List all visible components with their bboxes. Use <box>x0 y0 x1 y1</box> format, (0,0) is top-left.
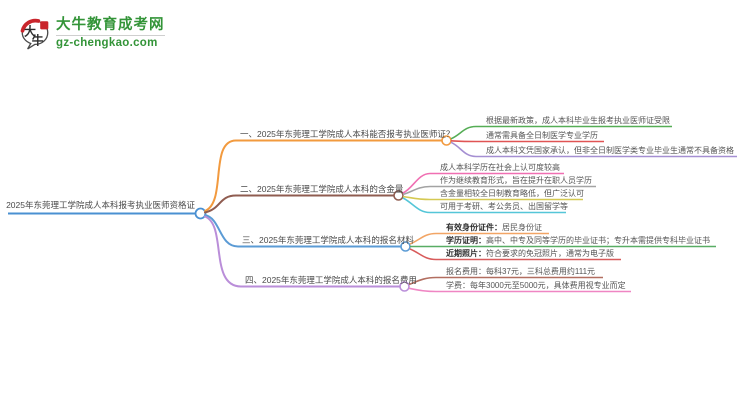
branch-1-curve <box>204 139 237 212</box>
leaf-node[interactable]: 可用于考研、考公务员、出国留学等 <box>440 201 568 213</box>
leaf-node[interactable]: 报名费用：每科37元，三科总费用约111元 <box>446 266 595 278</box>
leaf-node[interactable]: 有效身份证件：居民身份证 <box>446 222 542 234</box>
branch-topic-3[interactable]: 三、2025年东莞理工学院成人本科的报名材料 <box>242 235 414 245</box>
branch-2-curve <box>204 194 237 214</box>
leaf-curve <box>450 140 477 143</box>
leaf-node[interactable]: 学费：每年3000元至5000元，具体费用视专业而定 <box>446 280 626 292</box>
leaf-node[interactable]: 成人本科文凭国家承认，但非全日制医学类专业毕业生通常不具备资格 <box>486 145 734 157</box>
branch-1-collapse-handle[interactable] <box>441 135 452 146</box>
root-topic[interactable]: 2025年东莞理工学院成人本科报考执业医师资格证 <box>6 200 195 210</box>
logo-url: gz-chengkao.com <box>56 37 158 49</box>
leaf-text: 通常需具备全日制医学专业学历 <box>486 131 598 140</box>
leaf-curve <box>409 248 437 261</box>
leaf-node[interactable]: 作为继续教育形式，旨在提升在职人员学历 <box>440 175 592 187</box>
leaf-text: 可用于考研、考公务员、出国留学等 <box>440 202 568 211</box>
branch-topic-1[interactable]: 一、2025年东莞理工学院成人本科能否报考执业医师证？ <box>240 129 455 139</box>
leaf-text: 高中、中专及同等学历的毕业证书；专升本需提供专科毕业证书 <box>486 236 710 245</box>
logo-char-niu: 牛 <box>32 33 44 47</box>
leaf-text: 符合要求的免冠照片，通常为电子版 <box>486 249 614 258</box>
leaf-prefix: 有效身份证件： <box>446 223 502 232</box>
leaf-curve <box>402 172 431 194</box>
red-arc-shape <box>20 18 41 33</box>
leaf-node[interactable]: 成人本科学历在社会上认可度较高 <box>440 162 560 174</box>
site-logo[interactable]: 大 牛 大牛教育成考网 gz-chengkao.com <box>18 17 165 51</box>
leaf-curve <box>402 185 431 196</box>
branch-4-collapse-handle[interactable] <box>399 281 410 292</box>
logo-divider <box>56 35 165 36</box>
branch-topic-2[interactable]: 二、2025年东莞理工学院成人本科的含金量 <box>240 184 404 194</box>
leaf-curve <box>450 125 477 140</box>
leaf-curve <box>450 141 477 158</box>
logo-text-block: 大牛教育成考网 gz-chengkao.com <box>56 17 165 49</box>
leaf-curve <box>408 287 437 293</box>
branch-3-curve <box>204 214 239 248</box>
leaf-node[interactable]: 根据最新政策，成人本科毕业生报考执业医师证受限 <box>486 115 670 127</box>
leaf-text: 居民身份证 <box>502 223 542 232</box>
leaf-prefix: 学历证明： <box>446 236 486 245</box>
leaf-curve <box>408 276 437 286</box>
leaf-text: 成人本科文凭国家承认，但非全日制医学类专业毕业生通常不具备资格 <box>486 146 734 155</box>
branch-topic-4[interactable]: 四、2025年东莞理工学院成人本科的报名费用 <box>245 275 417 285</box>
leaf-node[interactable]: 近期照片：符合要求的免冠照片，通常为电子版 <box>446 248 614 260</box>
leaf-text: 报名费用：每科37元，三科总费用约111元 <box>446 267 596 276</box>
branch-2-collapse-handle[interactable] <box>393 190 404 201</box>
leaf-curve <box>402 195 431 201</box>
daniu-logo-icon: 大 牛 <box>20 18 49 50</box>
leaf-text: 成人本科学历在社会上认可度较高 <box>440 163 560 172</box>
leaf-node[interactable]: 学历证明：高中、中专及同等学历的毕业证书；专升本需提供专科毕业证书 <box>446 235 710 247</box>
leaf-text: 作为继续教育形式，旨在提升在职人员学历 <box>440 176 592 185</box>
leaf-prefix: 近期照片： <box>446 249 486 258</box>
logo-title: 大牛教育成考网 <box>56 17 165 33</box>
leaf-text: 根据最新政策，成人本科毕业生报考执业医师证受限 <box>486 116 670 125</box>
logo-char-da: 大 <box>24 24 36 38</box>
branch-4-curve <box>204 215 242 288</box>
leaf-node[interactable]: 含金量相较全日制教育略低，但广泛认可 <box>440 188 584 200</box>
leaf-curve <box>402 197 431 214</box>
root-collapse-handle[interactable] <box>194 207 207 220</box>
leaf-node[interactable]: 通常需具备全日制医学专业学历 <box>486 130 598 142</box>
red-seal-shape <box>40 21 49 30</box>
leaf-curve <box>409 232 437 245</box>
leaf-text: 含金量相较全日制教育略低，但广泛认可 <box>440 189 584 198</box>
leaf-text: 学费：每年3000元至5000元，具体费用视专业而定 <box>446 281 626 290</box>
